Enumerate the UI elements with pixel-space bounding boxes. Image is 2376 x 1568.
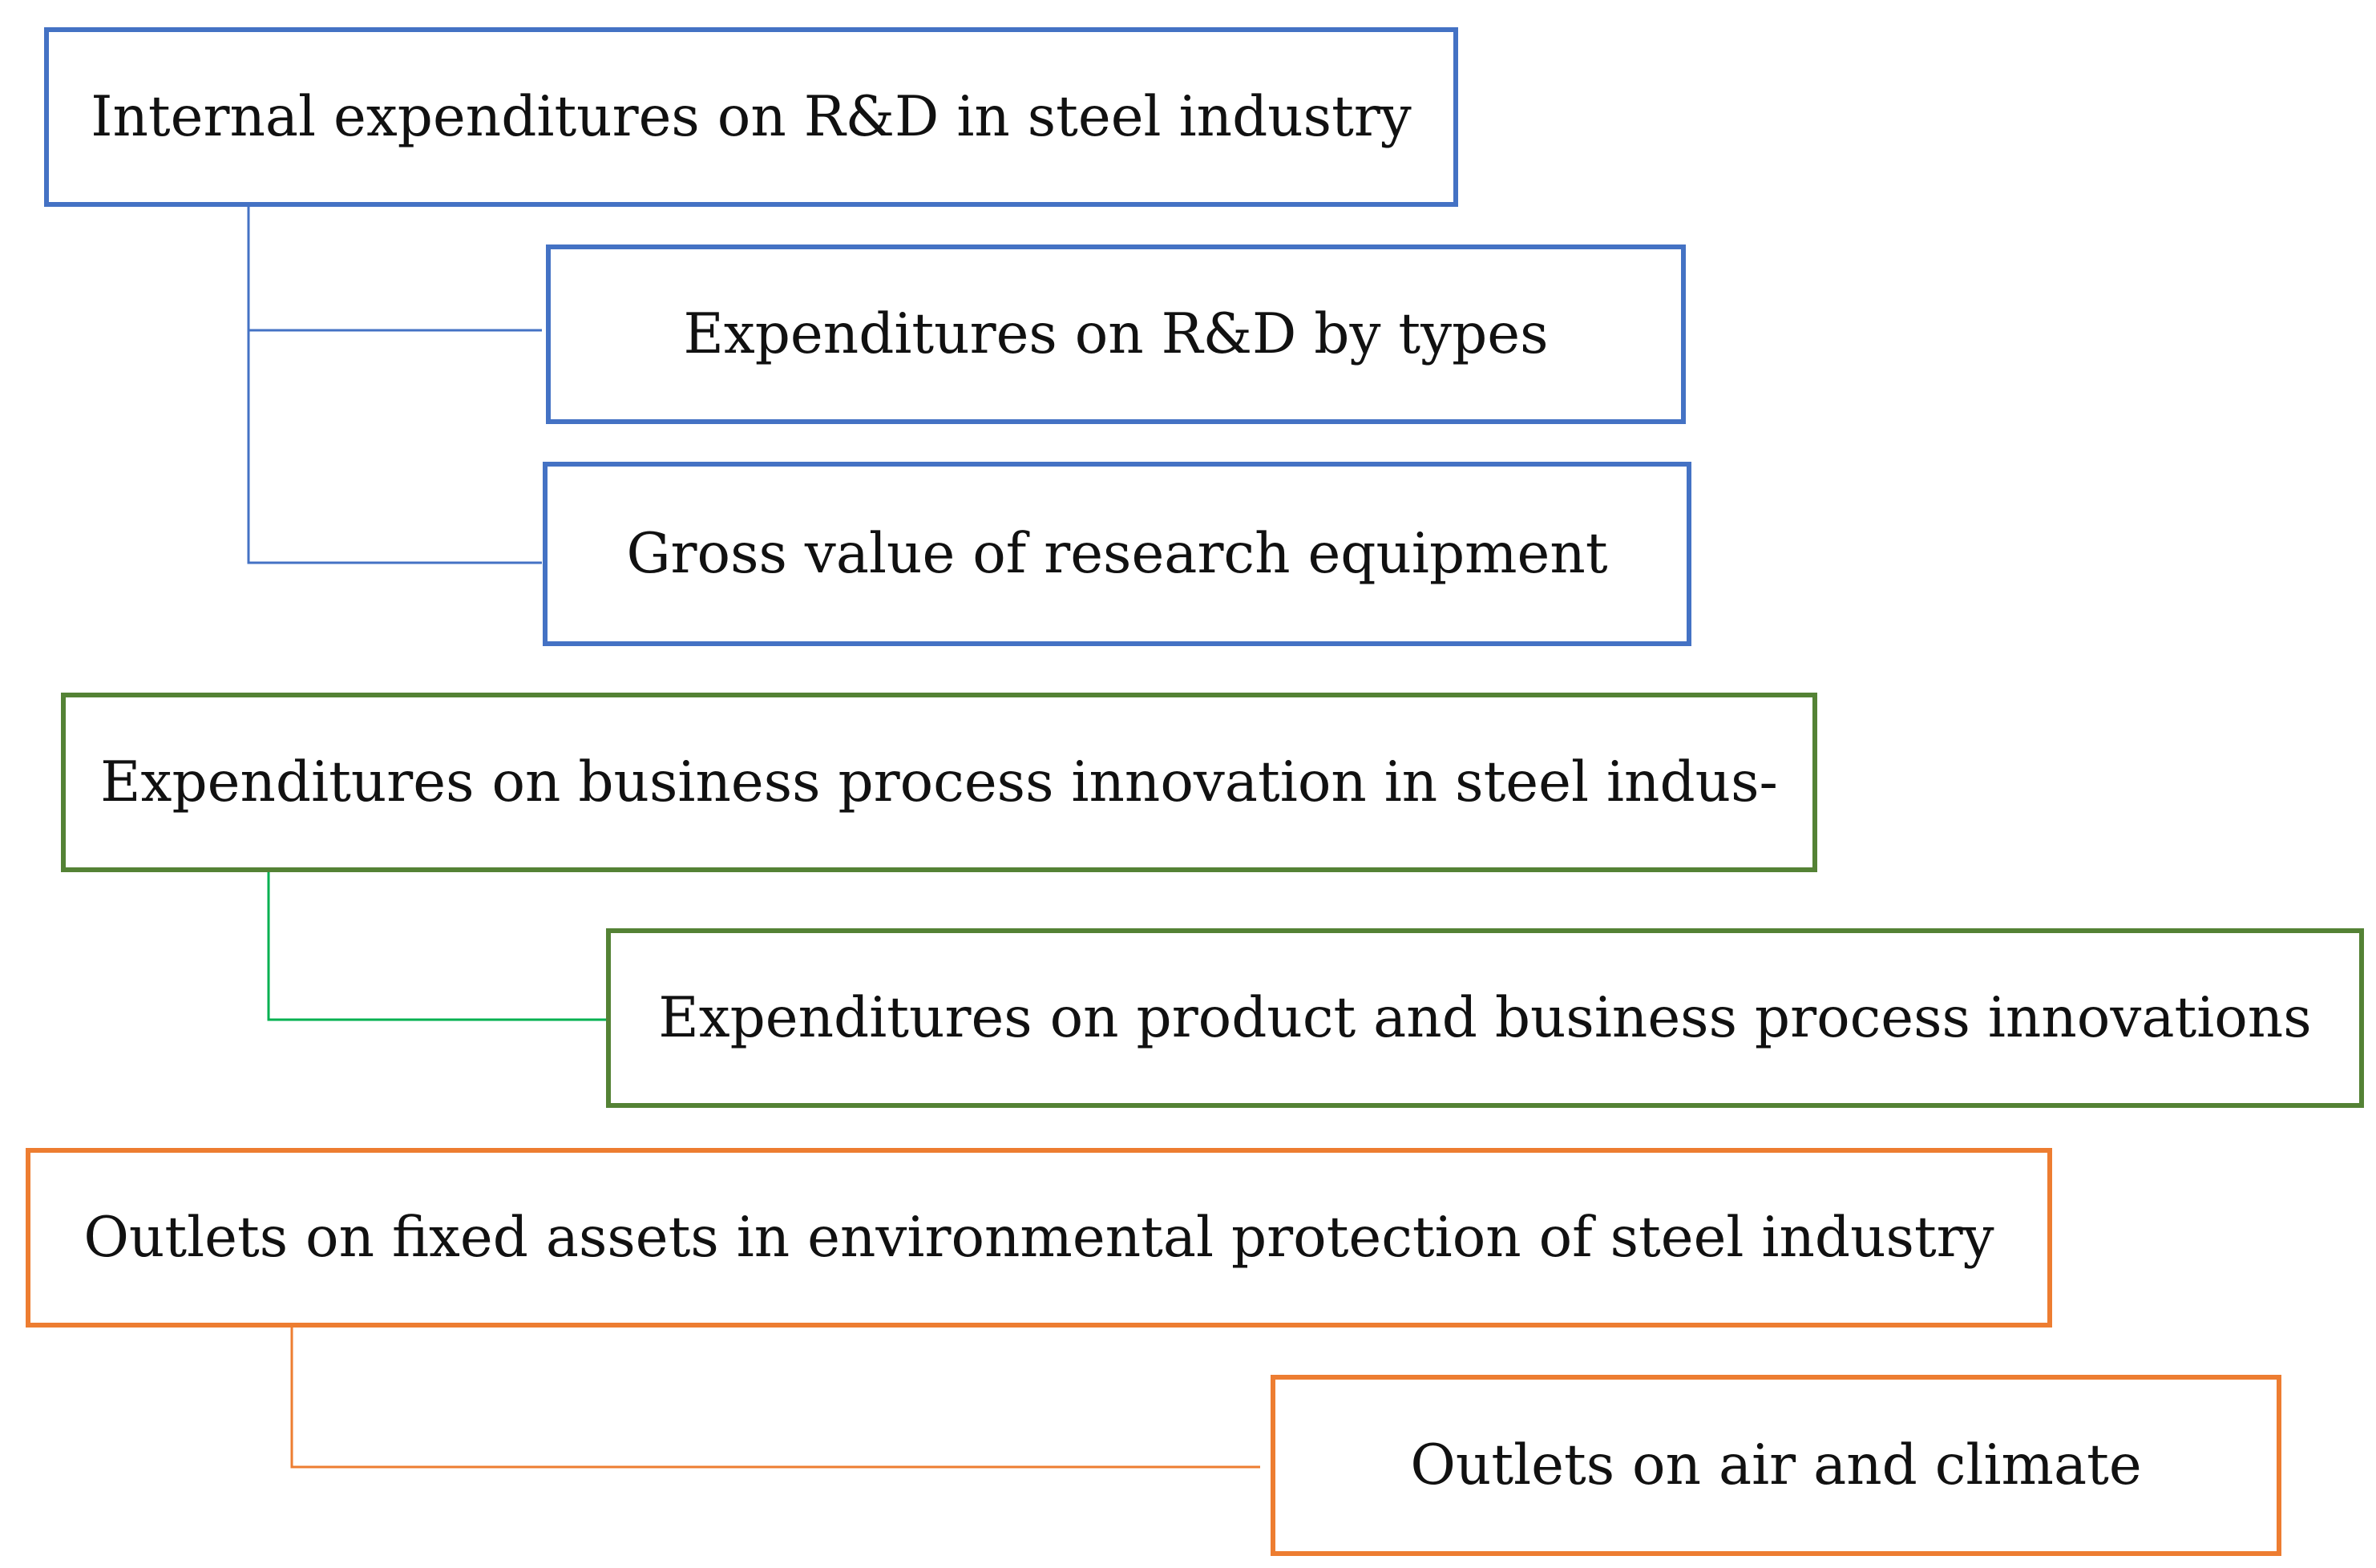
air-and-climate-box: Outlets on air and climate [1271, 1375, 2281, 1556]
product-innovations-label: Expenditures on product and business pro… [658, 986, 2312, 1050]
connector-bpi-to-product [267, 872, 606, 1021]
connector-env-to-air [290, 1328, 1260, 1469]
connector-rd-to-equipment [247, 330, 542, 564]
rd-main-box: Internal expenditures on R&D in steel in… [44, 27, 1458, 207]
connector-rd-to-types [247, 207, 542, 332]
rd-types-box: Expenditures on R&D by types [546, 244, 1686, 424]
rd-main-label: Internal expenditures on R&D in steel in… [91, 85, 1412, 149]
rd-types-label: Expenditures on R&D by types [683, 302, 1549, 366]
product-innovations-box: Expenditures on product and business pro… [606, 928, 2364, 1108]
environmental-protection-label: Outlets on fixed assets in environmental… [83, 1206, 1994, 1270]
research-equipment-box: Gross value of research equipment [543, 462, 1691, 646]
air-and-climate-label: Outlets on air and climate [1410, 1433, 2142, 1497]
business-process-innovation-box: Expenditures on business process innovat… [61, 693, 1817, 872]
environmental-protection-box: Outlets on fixed assets in environmental… [26, 1148, 2052, 1328]
business-process-innovation-label: Expenditures on business process innovat… [100, 750, 1778, 814]
research-equipment-label: Gross value of research equipment [626, 522, 1608, 586]
